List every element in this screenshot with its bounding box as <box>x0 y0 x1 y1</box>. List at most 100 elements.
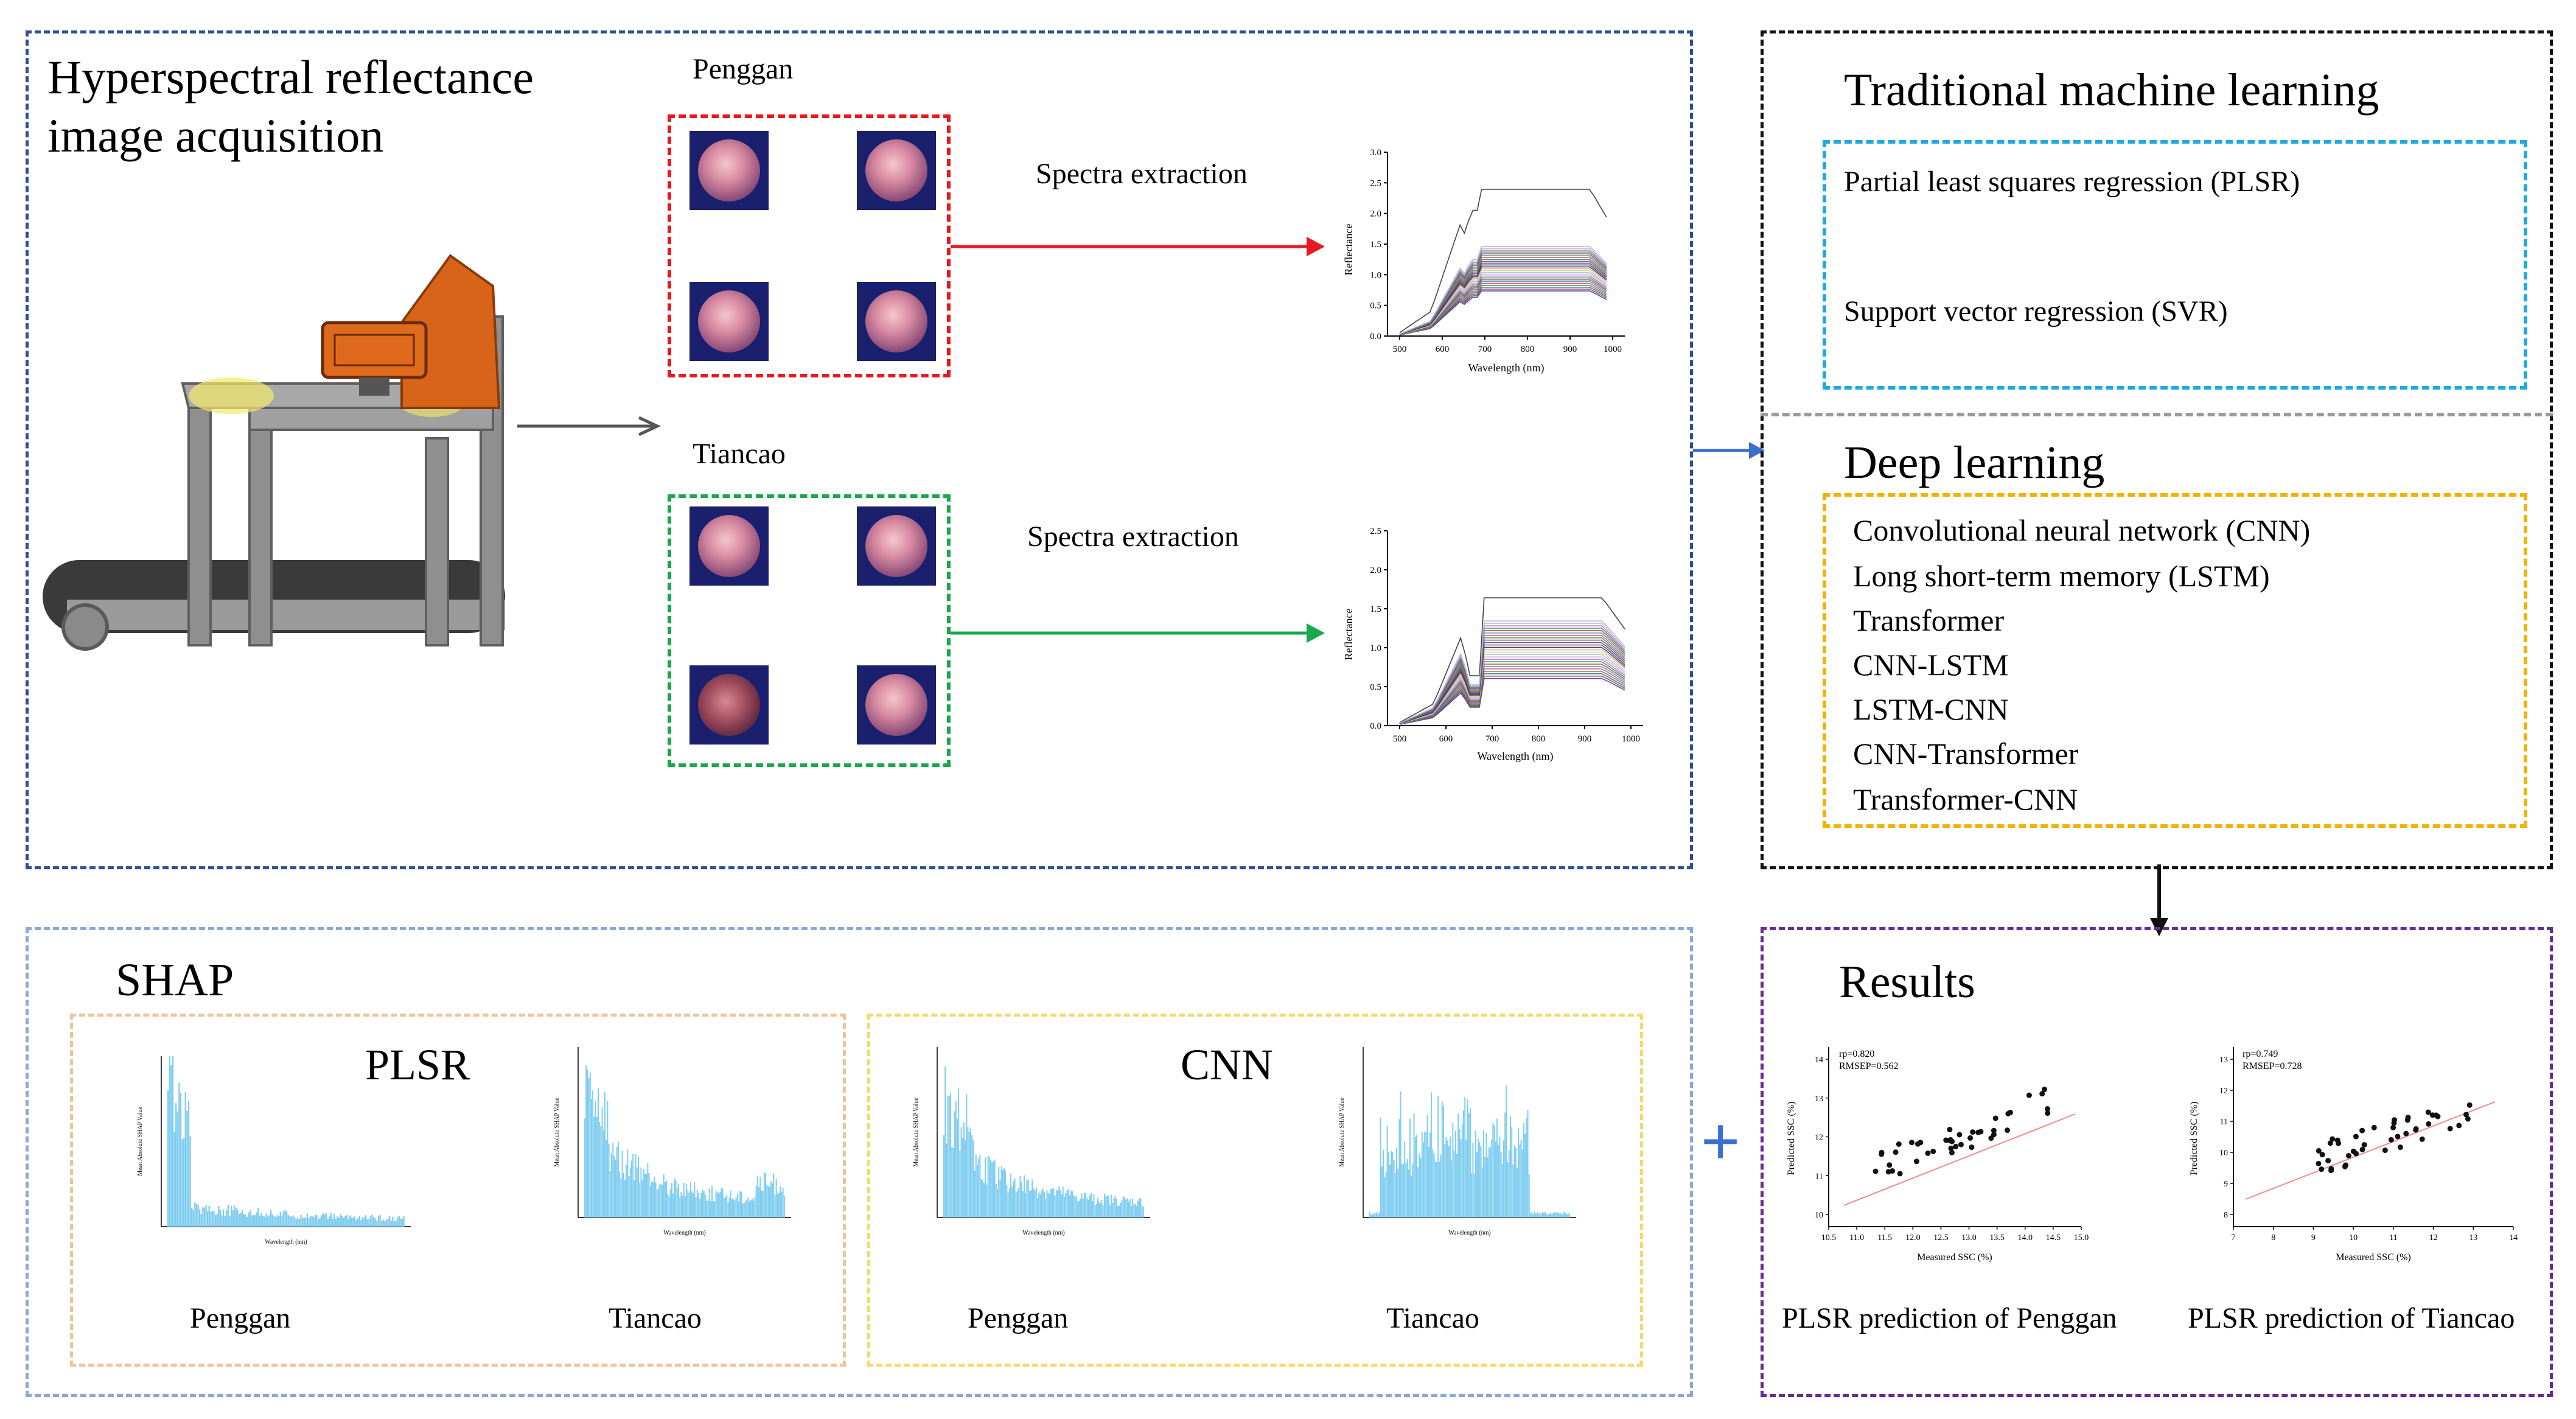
res1-point <box>2045 1110 2051 1116</box>
res2-point <box>2353 1151 2359 1157</box>
shap-plot-plsr-penggan-bar <box>251 1215 253 1227</box>
model-item: Transformer <box>1853 603 2005 637</box>
model-item: Convolutional neural network (CNN) <box>1853 513 2311 547</box>
shap-plot-cnn-tiancao-bar <box>1537 1212 1538 1218</box>
shap-plot-plsr-tiancao-bar <box>702 1190 703 1218</box>
shap-plot-plsr-tiancao-bar <box>747 1197 749 1218</box>
shap-sub-label: Penggan <box>968 1302 1069 1334</box>
shap-plot-plsr-tiancao-bar <box>635 1154 637 1218</box>
spec2-ytick-label: 2.5 <box>1370 527 1381 536</box>
shap-plot-cnn-penggan-bar <box>1022 1191 1024 1218</box>
shap-plot-plsr-tiancao-bar <box>706 1200 708 1218</box>
shap-plot-cnn-tiancao-bar <box>1423 1142 1424 1218</box>
shap-plot-plsr-tiancao-bar <box>778 1193 780 1218</box>
res1-xlabel: Measured SSC (%) <box>1917 1252 1992 1263</box>
traditional-ml-title: Traditional machine learning <box>1844 65 2379 116</box>
shap-plot-plsr-tiancao-bar <box>619 1171 621 1218</box>
res1-point <box>1893 1149 1899 1155</box>
shap-plot-cnn-tiancao-bar <box>1409 1118 1411 1218</box>
shap-plot-cnn-tiancao-bar <box>1550 1213 1551 1218</box>
penggan-sample-image <box>857 282 936 361</box>
spec2-ytick-label: 0.0 <box>1370 721 1381 731</box>
shap-plot-plsr-penggan-bar <box>187 1101 190 1227</box>
shap-plot-plsr-penggan-bar <box>240 1213 242 1227</box>
shap-plot-plsr-penggan-bar <box>170 1065 172 1227</box>
res2-point <box>2328 1166 2334 1172</box>
shap-plot-cnn-tiancao-bar <box>1377 1213 1379 1218</box>
model-item: Support vector regression (SVR) <box>1844 295 2228 328</box>
shap-plot-plsr-penggan-bar <box>387 1218 389 1227</box>
shap-plot-cnn-penggan-bar <box>1054 1196 1056 1218</box>
shap-plot-cnn-penggan-bar <box>1042 1188 1044 1218</box>
shap-plot-plsr-tiancao-ylabel: Mean Absolute SHAP Value <box>554 1098 560 1167</box>
shap-plot-plsr-penggan-bar <box>250 1210 251 1227</box>
shap-plot-plsr-tiancao-bar <box>781 1191 783 1218</box>
shap-plot-cnn-tiancao-bar <box>1507 1162 1509 1218</box>
res2-xtick-label: 13 <box>2469 1233 2477 1242</box>
shap-plot-plsr-penggan-bar <box>392 1216 394 1227</box>
shap-plot-cnn-penggan-bar <box>951 1147 953 1218</box>
res1-point <box>1913 1158 1919 1165</box>
shap-plot-plsr-tiancao-bar <box>741 1191 742 1218</box>
shap-plot-cnn-penggan-bar <box>1058 1186 1060 1218</box>
shap-plot-cnn-penggan-bar <box>991 1161 993 1218</box>
shap-plot-plsr-tiancao-bar <box>629 1167 631 1218</box>
spec1-spectrum-line <box>1399 281 1607 335</box>
shap-plot-plsr-tiancao-bar <box>639 1183 641 1218</box>
res1-xtick-label: 12.5 <box>1933 1233 1949 1242</box>
shap-plot-plsr-tiancao-bar <box>648 1172 650 1218</box>
shap-plot-cnn-penggan-bar <box>1004 1168 1005 1218</box>
penggan-extraction-arrow <box>951 237 1325 256</box>
shap-plot-cnn-penggan-bar <box>1101 1200 1103 1218</box>
shap-plot-cnn-penggan-bar <box>1073 1195 1075 1218</box>
shap-plot-cnn-penggan-bar <box>1122 1196 1124 1218</box>
spectra-extraction-label-1: Spectra extraction <box>1036 158 1248 190</box>
shap-plot-cnn-tiancao-bar <box>1552 1212 1554 1218</box>
shap-plot-cnn-tiancao-bar <box>1428 1146 1429 1218</box>
shap-plot-cnn-penggan-bar <box>1140 1198 1142 1218</box>
shap-plot-plsr-penggan-bar <box>393 1221 396 1227</box>
spec2-spectrum-line <box>1399 675 1625 725</box>
shap-plot-plsr-penggan-bar <box>257 1208 259 1227</box>
shap-plot-plsr-tiancao-bar <box>649 1186 651 1218</box>
shap-plot-cnn-tiancao-bar <box>1546 1214 1548 1218</box>
shap-plot-cnn-penggan-bar <box>1106 1196 1108 1218</box>
shap-plot-cnn-tiancao-bar <box>1467 1099 1468 1218</box>
shap-plot-cnn-penggan-bar <box>943 1135 944 1218</box>
shap-plot-plsr-penggan-bar <box>374 1218 376 1227</box>
shap-plot-cnn-tiancao-bar <box>1468 1113 1470 1218</box>
shap-plot-plsr-penggan-bar <box>289 1216 291 1227</box>
shap-plot-plsr-tiancao-bar <box>647 1163 649 1218</box>
shap-plot-plsr-penggan-bar <box>329 1216 330 1227</box>
shap-plot-cnn-penggan-bar <box>1069 1195 1070 1218</box>
shap-plot-plsr-tiancao-bar <box>613 1156 615 1218</box>
shap-plot-cnn-tiancao-bar <box>1400 1091 1401 1218</box>
res2-point <box>2392 1117 2398 1123</box>
shap-plot-plsr-penggan-bar <box>340 1213 341 1227</box>
shap-plot-cnn-penggan-bar <box>979 1154 981 1218</box>
shap-plot-cnn-penggan-bar <box>966 1094 968 1218</box>
res2-point <box>2361 1142 2367 1148</box>
shap-plot-cnn-penggan-bar <box>1049 1193 1050 1218</box>
shap-plot-plsr-tiancao-bar <box>780 1186 781 1218</box>
res2-point <box>2371 1124 2377 1130</box>
shap-plot-cnn-tiancao-bar <box>1456 1154 1457 1218</box>
shap-plot-cnn-penggan-bar <box>1021 1182 1022 1218</box>
shap-plot-plsr-tiancao-bar <box>734 1200 736 1218</box>
shap-plot-plsr-penggan-bar <box>169 1056 170 1227</box>
shap-plot-cnn-tiancao-bar <box>1513 1145 1515 1218</box>
shap-plot-cnn-tiancao-bar <box>1378 1213 1380 1218</box>
shap-plot-cnn-penggan-bar <box>1037 1198 1038 1218</box>
shap-plot-plsr-penggan-bar <box>167 1090 169 1227</box>
shap-plot-cnn-penggan-bar <box>975 1154 977 1218</box>
shap-plot-plsr-penggan-bar <box>371 1214 373 1227</box>
res1-fit-line <box>1843 1113 2076 1206</box>
acquisition-arrow <box>517 416 661 436</box>
shap-plot-cnn-penggan-bar <box>971 1135 973 1218</box>
spec1-spectrum-line <box>1399 264 1607 335</box>
shap-plot-cnn-tiancao-bar <box>1460 1139 1462 1218</box>
shap-plot-cnn-penggan-bar <box>1136 1206 1137 1218</box>
shap-plot-cnn-penggan-bar <box>960 1127 962 1218</box>
shap-plot-cnn-penggan-bar <box>1120 1202 1122 1218</box>
shap-plot-cnn-tiancao-bar <box>1373 1213 1375 1218</box>
